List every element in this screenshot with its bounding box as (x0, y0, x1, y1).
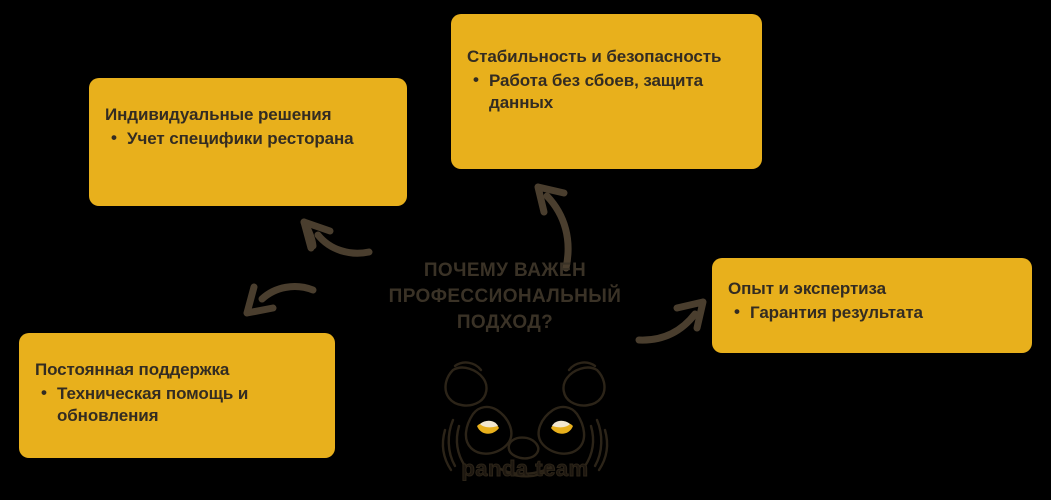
list-item: Техническая помощь и обновления (35, 382, 319, 427)
center-heading: ПОЧЕМУ ВАЖЕН ПРОФЕССИОНАЛЬНЫЙ ПОДХОД? (355, 258, 655, 337)
card-stability-title: Стабильность и безопасность (467, 47, 722, 66)
card-constant-support[interactable]: Постоянная поддержка Техническая помощь … (19, 333, 335, 458)
card-support-title: Постоянная поддержка (35, 360, 230, 379)
center-heading-line-1: ПОЧЕМУ ВАЖЕН (423, 260, 587, 281)
card-experience-expertise[interactable]: Опыт и экспертиза Гарантия результата (712, 258, 1032, 353)
arrow-to-support-icon (243, 283, 317, 317)
panda-head-icon (441, 361, 609, 478)
card-individual-title: Индивидуальные решения (105, 105, 332, 124)
card-individual-solutions[interactable]: Индивидуальные решения Учет специфики ре… (89, 78, 407, 206)
arrow-to-stability-icon (534, 183, 572, 272)
card-stability-bullets: Работа без сбоев, защита данных (467, 69, 746, 114)
arrow-to-individual-icon (300, 218, 373, 257)
list-item: Гарантия результата (728, 301, 1016, 324)
panda-right-eye-icon (551, 420, 573, 434)
card-individual-bullets: Учет специфики ресторана (105, 127, 391, 150)
panda-team-wordmark: panda team (461, 456, 589, 482)
center-heading-line-2: ПРОФЕССИОНАЛЬНЫЙ (388, 286, 622, 308)
card-stability-security[interactable]: Стабильность и безопасность Работа без с… (451, 14, 762, 169)
center-heading-line-3: ПОДХОД? (456, 312, 554, 334)
card-support-bullets: Техническая помощь и обновления (35, 382, 319, 427)
list-item: Учет специфики ресторана (105, 127, 391, 150)
panda-left-eye-icon (477, 420, 499, 434)
card-experience-bullets: Гарантия результата (728, 301, 1016, 324)
list-item: Работа без сбоев, защита данных (467, 69, 746, 114)
card-experience-title: Опыт и экспертиза (728, 279, 886, 298)
